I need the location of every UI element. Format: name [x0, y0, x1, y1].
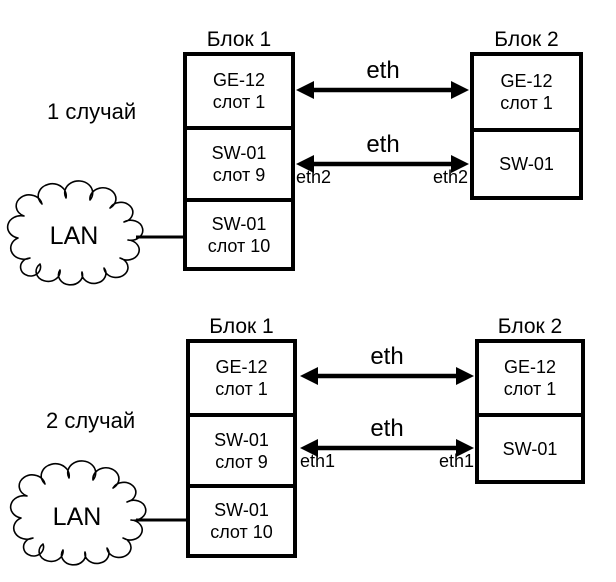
case1-eth-arrow-ge12 — [296, 81, 469, 99]
cloud-shape — [9, 460, 147, 566]
case2-block1-cell-sw01-slot9: SW-01 слот 9 — [190, 413, 293, 484]
case1-lan-label: LAN — [49, 222, 99, 250]
case1-block2-cell-sw01: SW-01 — [474, 128, 579, 196]
cell-line: слот 1 — [503, 379, 557, 399]
case2-lan-cloud — [9, 460, 147, 566]
case1-port-label-right: eth2 — [432, 167, 468, 187]
case1-label: 1 случай — [47, 99, 137, 124]
cell-line: GE-12 — [500, 71, 553, 91]
case1-eth-link-label-sw01: eth — [366, 131, 400, 158]
case2-block1: GE-12 слот 1 SW-01 слот 9 SW-01 слот 10 — [186, 339, 297, 558]
case2-block2: GE-12 слот 1 SW-01 — [475, 339, 585, 484]
arrowhead-left — [300, 439, 318, 457]
cell-line: SW-01 — [214, 500, 269, 520]
case2-label: 2 случай — [46, 408, 136, 433]
case2-eth-link-label-ge12: eth — [370, 343, 404, 370]
case2-block2-title: Блок 2 — [497, 315, 563, 338]
cell-line: слот 1 — [215, 379, 268, 399]
arrowhead-left — [300, 367, 318, 385]
cell-line: GE-12 — [215, 357, 268, 377]
case1-block2-cell-ge12-slot1: GE-12 слот 1 — [474, 56, 579, 128]
case1-lan-cloud — [6, 180, 144, 286]
case1-block1-cell-sw01-slot10: SW-01 слот 10 — [187, 198, 291, 267]
case1-block1-title: Блок 1 — [206, 28, 272, 51]
cell-line: SW-01 — [211, 213, 267, 234]
cell-line: SW-01 — [499, 154, 554, 174]
case1-block2-title: Блок 2 — [494, 28, 559, 51]
case1-block1-cell-sw01-slot9: SW-01 слот 9 — [187, 126, 291, 198]
arrowhead-right — [451, 155, 469, 173]
cell-line: GE-12 — [503, 357, 557, 377]
case2-block2-cell-sw01: SW-01 — [479, 413, 581, 480]
case2-block1-cell-ge12-slot1: GE-12 слот 1 — [190, 343, 293, 413]
case2-lan-label: LAN — [52, 503, 102, 531]
cell-line: слот 9 — [212, 165, 266, 185]
cell-line: GE-12 — [212, 70, 266, 90]
cell-line: слот 1 — [500, 93, 553, 113]
arrowhead-right — [456, 439, 474, 457]
cell-line: слот 1 — [212, 92, 266, 112]
cell-line: SW-01 — [214, 429, 269, 450]
case2-port-label-left: eth1 — [300, 451, 336, 471]
case1-port-label-left: eth2 — [296, 167, 332, 187]
arrowhead-right — [451, 81, 469, 99]
arrowhead-left — [296, 155, 314, 173]
case2-port-label-right: eth1 — [438, 451, 474, 471]
cell-line: слот 9 — [215, 451, 268, 472]
cloud-shape — [6, 180, 144, 286]
case2-eth-arrow-ge12 — [300, 367, 474, 385]
case1-block1-cell-ge12-slot1: GE-12 слот 1 — [187, 56, 291, 126]
case1-block1: GE-12 слот 1 SW-01 слот 9 SW-01 слот 10 — [183, 52, 295, 271]
case2-eth-link-label-sw01: eth — [370, 415, 404, 442]
arrowhead-right — [456, 367, 474, 385]
case2-eth-arrow-sw01 — [300, 439, 474, 457]
case1-eth-link-label-ge12: eth — [366, 57, 400, 84]
cell-line: слот 10 — [210, 522, 273, 542]
case2-block2-cell-ge12-slot1: GE-12 слот 1 — [479, 343, 581, 413]
case2-block1-cell-sw01-slot10: SW-01 слот 10 — [190, 484, 293, 554]
cell-line: SW-01 — [502, 438, 558, 459]
cell-line: SW-01 — [211, 143, 267, 163]
arrowhead-left — [296, 81, 314, 99]
case1-eth-arrow-sw01 — [296, 155, 469, 173]
case1-block2: GE-12 слот 1 SW-01 — [470, 52, 583, 200]
case2-block1-title: Блок 1 — [209, 315, 274, 338]
cell-line: слот 10 — [207, 235, 271, 256]
